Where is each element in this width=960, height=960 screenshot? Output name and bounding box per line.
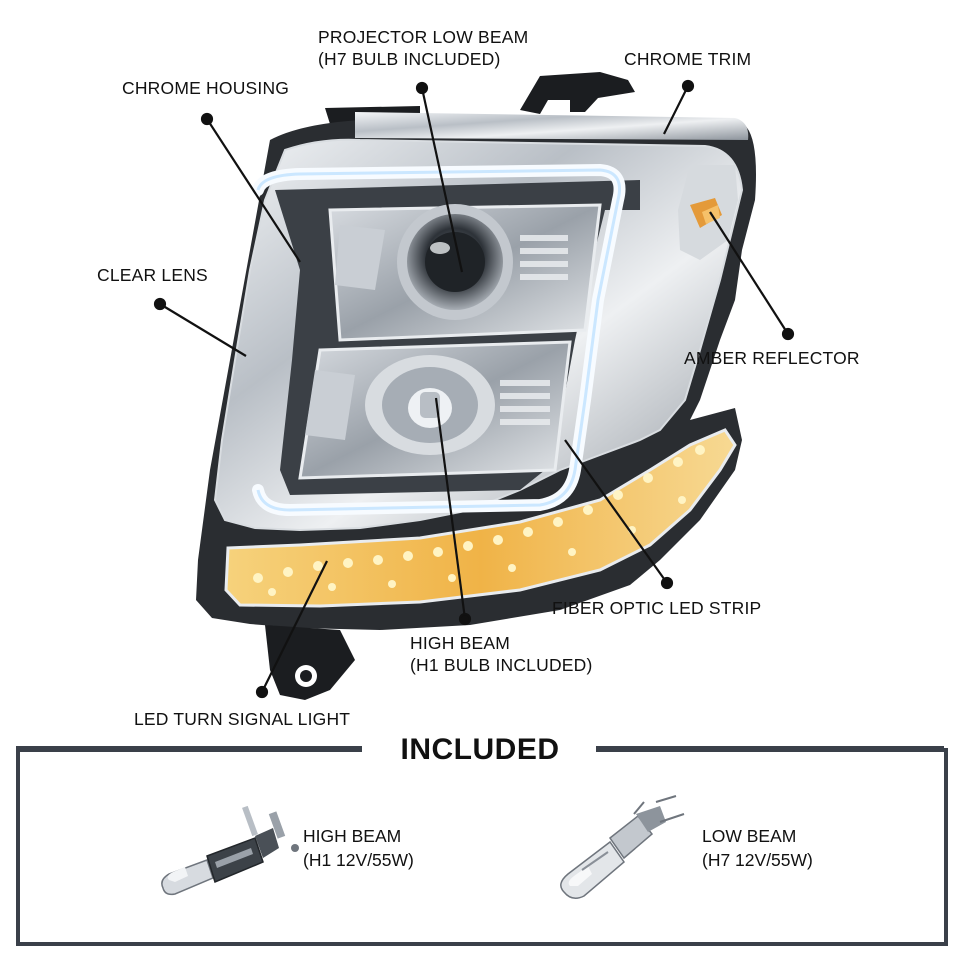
- label-chrome-housing: CHROME HOUSING: [122, 78, 290, 98]
- label-amber-reflector: AMBER REFLECTOR: [684, 348, 860, 368]
- included-frame-top-right: [596, 746, 944, 752]
- label-fiber-optic-led-strip: FIBER OPTIC LED STRIP: [552, 598, 762, 618]
- h1-bulb-image: [161, 805, 299, 896]
- label-chrome-trim: CHROME TRIM: [624, 49, 752, 69]
- label-clear-lens: CLEAR LENS: [97, 265, 208, 285]
- headlight-illustration: [153, 72, 795, 700]
- included-high-beam-label: HIGH BEAM (H1 12V/55W): [303, 826, 414, 870]
- label-led-turn-signal: LED TURN SIGNAL LIGHT: [134, 709, 351, 729]
- included-title: INCLUDED: [400, 733, 560, 766]
- h7-bulb-image: [560, 795, 685, 899]
- label-high-beam: HIGH BEAM (H1 BULB INCLUDED): [410, 633, 593, 675]
- label-projector-low-beam: PROJECTOR LOW BEAM (H7 BULB INCLUDED): [318, 27, 529, 69]
- included-frame: [16, 748, 948, 946]
- included-low-beam-label: LOW BEAM (H7 12V/55W): [702, 826, 813, 870]
- included-frame-top-left: [16, 746, 362, 752]
